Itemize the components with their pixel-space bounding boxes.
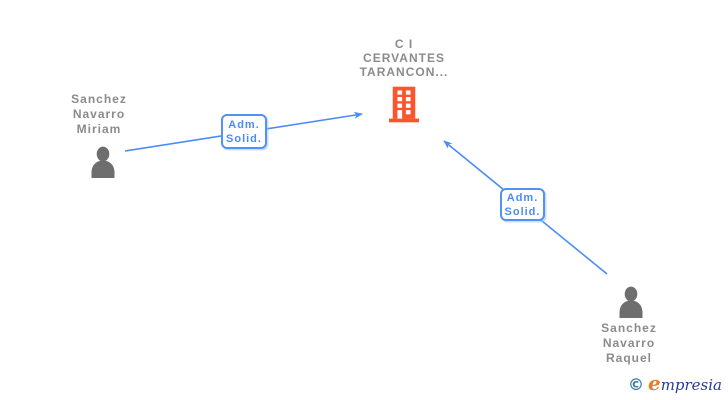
edge-label-adm-solid-right: Adm. Solid. [500, 188, 545, 221]
edge-label-line: Adm. [506, 191, 539, 204]
edge-label-line: Solid. [504, 205, 541, 218]
brand-initial: e [647, 371, 661, 395]
edge-label-adm-solid-left: Adm. Solid. [221, 114, 267, 149]
company-name: C I CERVANTES TARANCON... [314, 37, 494, 79]
person-name-line: Miriam [76, 122, 122, 136]
company-name-line: CERVANTES [363, 51, 445, 65]
company-node[interactable] [389, 86, 419, 123]
edge-label-line: Adm. [228, 118, 260, 131]
person-name-line: Raquel [605, 351, 652, 365]
person-icon [619, 286, 643, 318]
person-name-miriam: Sanchez Navarro Miriam [39, 92, 159, 137]
person-icon [91, 146, 115, 178]
company-name-line: C I [394, 37, 414, 51]
person-name-line: Navarro [602, 336, 656, 350]
edge-label-line: Solid. [226, 132, 262, 145]
building-icon [389, 86, 419, 123]
person-name-line: Sanchez [601, 321, 657, 335]
brand-rest: mpresia [660, 376, 722, 394]
company-name-line: TARANCON... [359, 65, 449, 79]
person-name-line: Navarro [72, 107, 126, 121]
person-name-raquel: Sanchez Navarro Raquel [569, 321, 689, 366]
copyright-icon: © [627, 375, 644, 394]
person-node-raquel[interactable] [616, 286, 646, 318]
empresia-brand-text: empresia [648, 371, 722, 395]
person-name-line: Sanchez [71, 92, 127, 106]
person-node-miriam[interactable] [88, 146, 118, 178]
empresia-logo[interactable]: © empresia [628, 371, 722, 395]
